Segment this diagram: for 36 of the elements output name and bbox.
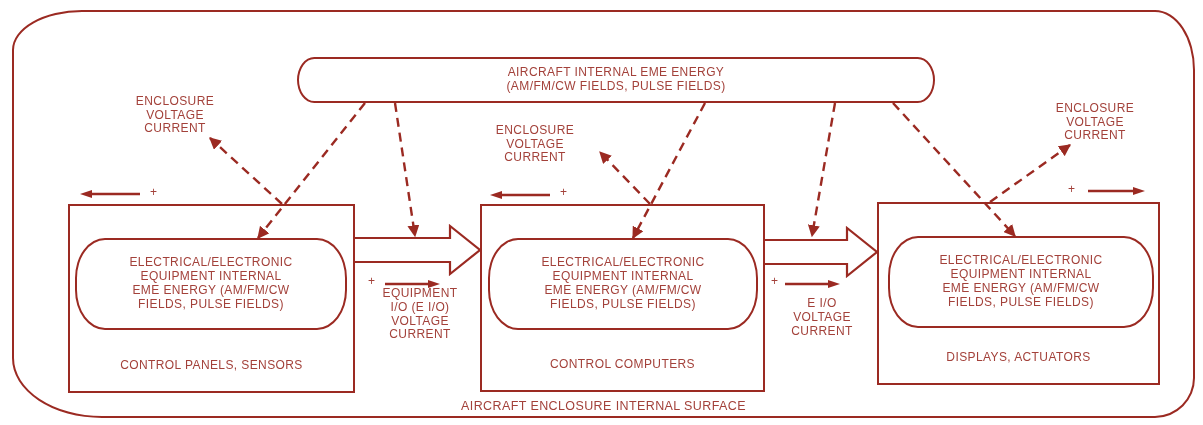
rounded-box	[297, 57, 935, 103]
dashed-arrow	[631, 102, 707, 240]
hollow-arrow	[763, 225, 879, 279]
polarity-sign: +	[1068, 183, 1076, 197]
node-label: ELECTRICAL/ELECTRONIC EQUIPMENT INTERNAL EME ENERGY (AM/FM/CW FIELDS, PULSE FIELDS)	[938, 254, 1104, 310]
node-label: DISPLAYS, ACTUATORS	[946, 351, 1091, 365]
polarity-sign: +	[771, 275, 779, 289]
hollow-arrow	[353, 223, 482, 277]
annotation-label: ENCLOSURE VOLTAGE CURRENT	[494, 123, 576, 166]
node-label: ELECTRICAL/ELECTRONIC EQUIPMENT INTERNAL EME ENERGY (AM/FM/CW FIELDS, PULSE FIELDS)	[128, 256, 294, 312]
dashed-arrow	[989, 144, 1071, 203]
annotation-label: ENCLOSURE VOLTAGE CURRENT	[134, 94, 216, 137]
rounded-box	[488, 238, 758, 330]
node-label: CONTROL PANELS, SENSORS	[120, 359, 303, 373]
dashed-arrow	[393, 102, 420, 238]
polarity-sign: +	[150, 186, 158, 200]
dashed-arrow	[807, 102, 837, 238]
node-label: AIRCRAFT ENCLOSURE INTERNAL SURFACE	[461, 398, 746, 413]
dashed-arrow	[892, 102, 1016, 237]
annotation-label: ENCLOSURE VOLTAGE CURRENT	[1054, 101, 1136, 144]
signal-label: E I/O VOLTAGE CURRENT	[790, 297, 854, 339]
polarity-sign: +	[560, 186, 568, 200]
polarity-sign: +	[368, 275, 376, 289]
dashed-arrow	[599, 151, 651, 205]
dashed-arrow	[209, 137, 283, 205]
rounded-box	[75, 238, 347, 330]
node-label: AIRCRAFT INTERNAL EME ENERGY (AM/FM/CW FIELDS, PULSE FIELDS)	[505, 66, 727, 94]
signal-label: EQUIPMENT I/O (E I/O) VOLTAGE CURRENT	[381, 287, 459, 343]
node-label: ELECTRICAL/ELECTRONIC EQUIPMENT INTERNAL EME ENERGY (AM/FM/CW FIELDS, PULSE FIELDS)	[540, 256, 706, 312]
dashed-arrow	[257, 102, 366, 239]
equipment-box	[68, 204, 355, 393]
equipment-box	[480, 204, 765, 392]
equipment-box	[877, 202, 1160, 385]
enclosure-outline	[12, 10, 1195, 418]
rounded-box	[888, 236, 1154, 328]
node-label: CONTROL COMPUTERS	[550, 358, 695, 372]
